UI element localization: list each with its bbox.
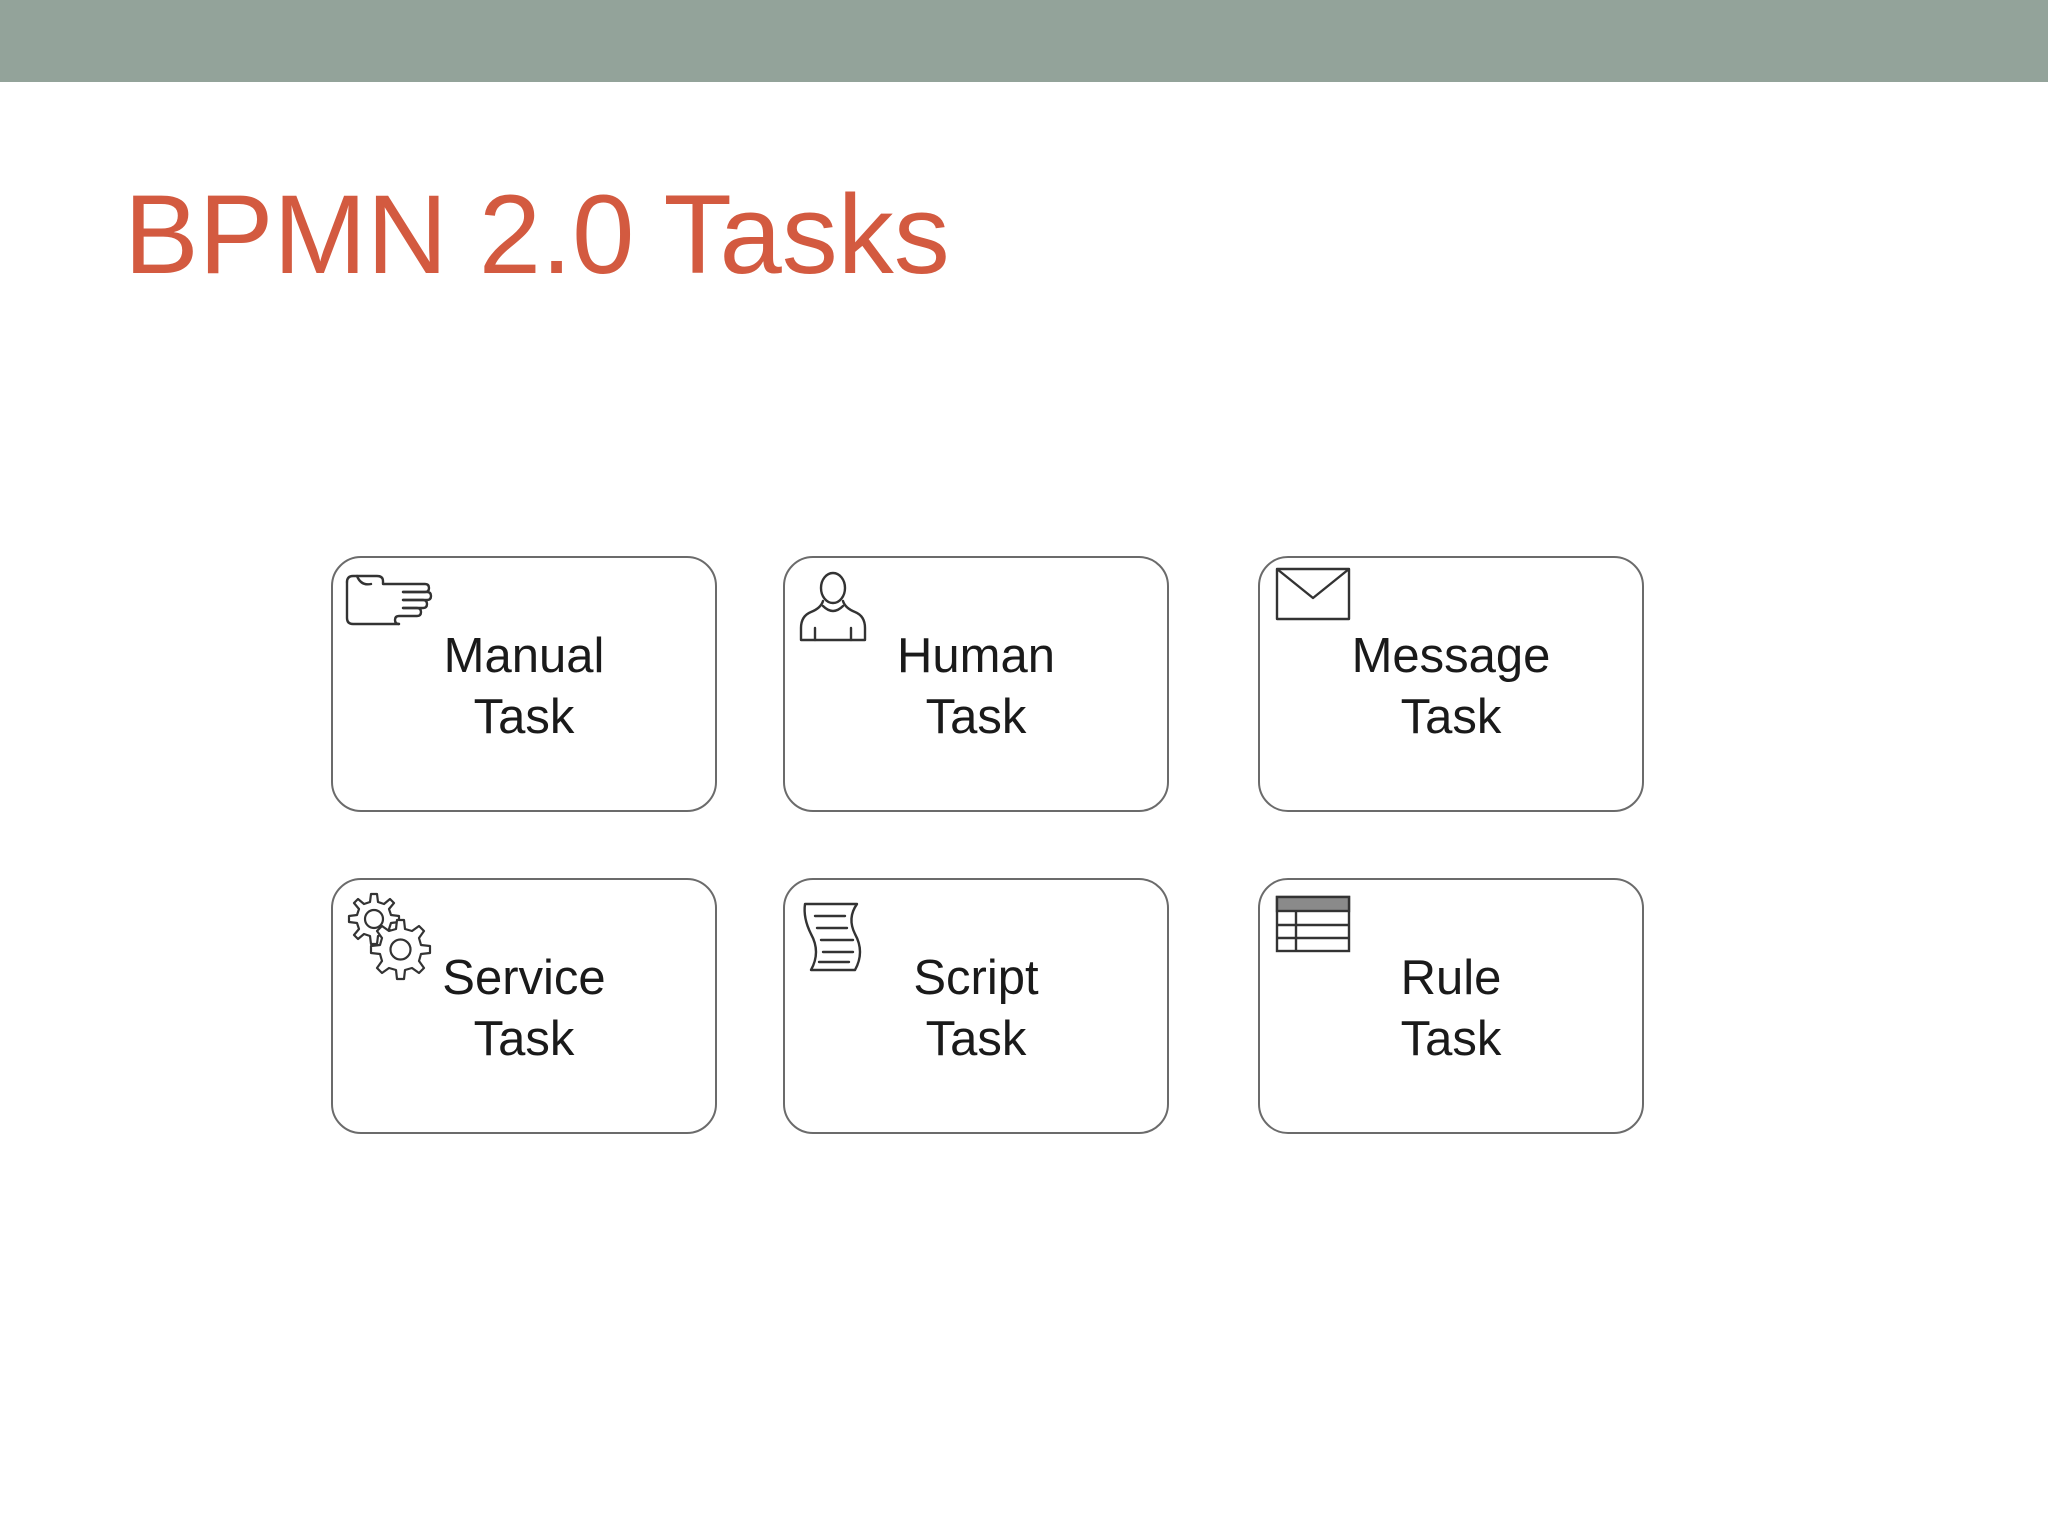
script-task: Script Task xyxy=(783,878,1169,1134)
message-task: Message Task xyxy=(1258,556,1644,812)
gears-icon xyxy=(347,892,432,981)
header-bar xyxy=(0,0,2048,82)
slide-title: BPMN 2.0 Tasks xyxy=(124,172,950,297)
manual-task: Manual Task xyxy=(331,556,717,812)
hand-icon xyxy=(345,574,433,626)
person-icon xyxy=(799,571,867,642)
task-label-line2: Task xyxy=(473,690,575,744)
task-label-line2: Task xyxy=(925,690,1027,744)
task-label-line2: Task xyxy=(925,1012,1027,1066)
human-task: Human Task xyxy=(783,556,1169,812)
rule-task: Rule Task xyxy=(1258,878,1644,1134)
task-label-line2: Task xyxy=(473,1012,575,1066)
task-label-line1: Rule xyxy=(1400,951,1502,1005)
task-label-line1: Service xyxy=(442,951,606,1005)
scroll-icon xyxy=(803,902,862,972)
task-label-line2: Task xyxy=(1400,1012,1502,1066)
task-label-line2: Task xyxy=(1400,690,1502,744)
task-label-line1: Human xyxy=(897,629,1055,683)
envelope-icon xyxy=(1275,567,1351,621)
task-label-line1: Manual xyxy=(443,629,605,683)
table-icon xyxy=(1275,895,1351,953)
service-task: Service Task xyxy=(331,878,717,1134)
task-label-line1: Message xyxy=(1351,629,1551,683)
task-label-line1: Script xyxy=(913,951,1039,1005)
